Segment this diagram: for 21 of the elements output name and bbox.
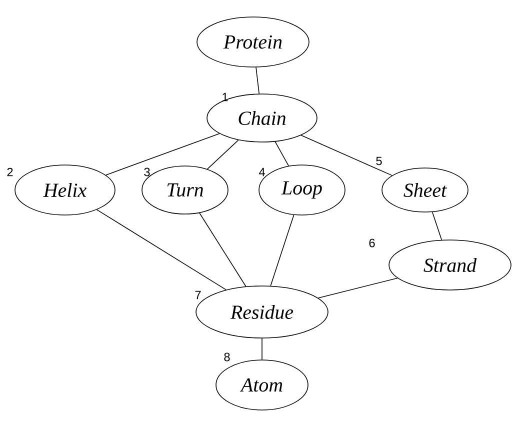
- connector-line: [105, 133, 220, 176]
- callout-number: 5: [376, 156, 382, 166]
- connector-line: [318, 278, 398, 298]
- connector-line: [274, 141, 289, 166]
- callout-number: 7: [195, 290, 201, 300]
- ellipse-node: Helix: [14, 164, 116, 216]
- callout-number: 8: [224, 352, 230, 362]
- callout-number: 2: [7, 168, 13, 176]
- callout-number: 3: [144, 168, 150, 176]
- connector-line: [256, 66, 260, 94]
- connector-line: [270, 214, 294, 286]
- connector-line: [96, 209, 227, 290]
- ellipse-node: Strand: [388, 240, 512, 290]
- connector-line: [199, 212, 246, 287]
- connector-line: [300, 134, 392, 176]
- ellipse-node: Sheet: [382, 168, 468, 212]
- connector-line: [206, 140, 239, 170]
- ellipse-node: Protein: [196, 16, 310, 68]
- callout-number: 6: [369, 238, 375, 248]
- callout-number: 4: [258, 168, 265, 176]
- connector-line: [432, 212, 442, 240]
